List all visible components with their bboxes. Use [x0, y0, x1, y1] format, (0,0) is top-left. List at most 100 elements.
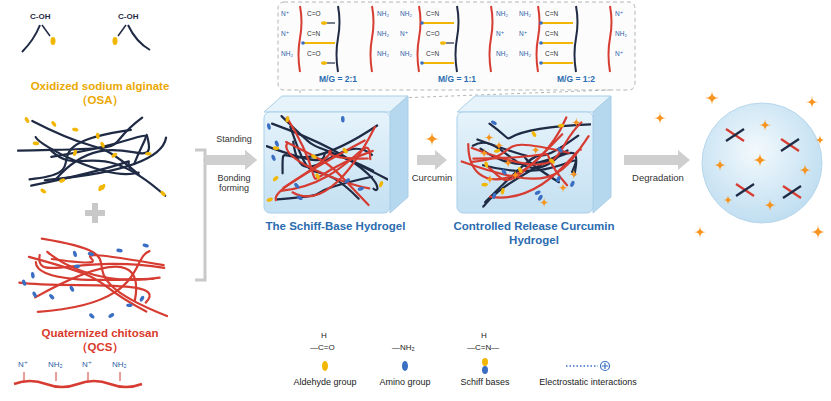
functional-group: [142, 243, 149, 248]
amino-symbol: [402, 361, 408, 371]
chain-fragment: [128, 25, 150, 50]
aldehyde-group: [321, 21, 327, 25]
functional-group: [87, 252, 94, 257]
text-label: NH₂: [112, 360, 127, 369]
node-area: Oxidized sodium alginate（OSA）: [5, 8, 195, 208]
node-title: Oxidized sodium alginate: [5, 80, 195, 94]
chain-fragment: [781, 139, 799, 151]
chain-fragment: [726, 129, 744, 141]
schiff-bond: [541, 22, 573, 24]
polymer-chain: [286, 143, 369, 189]
functional-group: [534, 190, 541, 196]
functional-group: [72, 250, 77, 257]
text-label: N⁺: [281, 30, 289, 37]
chain-fragment: [736, 184, 754, 196]
functional-group: [266, 197, 273, 202]
zoom-panel: [278, 2, 635, 90]
functional-group: [126, 304, 132, 308]
sphere-content: [714, 119, 811, 211]
flow-arrow: [417, 150, 447, 170]
text-label: C-OH: [30, 12, 50, 21]
text-label: NH₂: [496, 10, 508, 17]
node-title: Quaternized chitosan: [5, 327, 195, 341]
polymer-chain: [42, 239, 167, 316]
schiff-symbol: [482, 366, 488, 374]
text-label: NH₂: [377, 50, 389, 57]
electrostatic-symbol: [566, 365, 598, 367]
chain-fragment: [736, 184, 754, 196]
bond: [56, 372, 57, 381]
functional-group: [139, 295, 145, 302]
curcumin-star: [753, 153, 767, 167]
functional-group: [500, 188, 505, 195]
functional-group: [272, 175, 279, 182]
text-label: N⁺: [496, 30, 504, 37]
text-label: N⁺: [519, 30, 527, 37]
qcs-chain: [609, 6, 612, 72]
bond: [120, 372, 121, 381]
aldehyde-group: [113, 37, 118, 45]
amino-group: [539, 61, 543, 65]
functional-group: [69, 285, 75, 292]
text-label: NH₂: [281, 50, 293, 57]
functional-group: [100, 141, 106, 148]
arrow-shape: [205, 150, 257, 170]
functional-group: [378, 180, 384, 187]
amino-group: [420, 61, 424, 65]
functional-group: [537, 194, 543, 201]
functional-group: [145, 152, 152, 156]
polymer-chain: [277, 177, 372, 200]
curcumin-star: [705, 91, 719, 105]
node-area: Controlled Release Curcumin Hydrogel: [450, 92, 618, 250]
curcumin-star: [654, 112, 666, 124]
hydrogel-top: [264, 96, 408, 112]
polymer-chain: [472, 123, 581, 165]
polymer-chain: [30, 130, 131, 180]
bond: [446, 42, 454, 43]
node-area: The Schiff-Base Hydrogel: [258, 92, 413, 242]
text-label: M/G = 1:2: [531, 75, 621, 85]
text-label: —C=N—: [467, 343, 499, 352]
functional-group: [341, 116, 345, 123]
curcumin-star: [479, 148, 489, 158]
degraded-sphere: [702, 103, 822, 223]
hydrogel-network: [266, 116, 388, 205]
legend-text: Schiff bases: [420, 377, 550, 388]
curcumin-star: [503, 158, 513, 168]
curcumin-star: [723, 195, 733, 205]
functional-group: [21, 279, 27, 286]
curcumin-star: [531, 145, 541, 155]
text-label: N⁺: [18, 360, 28, 369]
text-label: C=N: [545, 30, 558, 37]
legend-text: Amino group: [340, 377, 470, 388]
text-label: —C=O: [310, 343, 335, 352]
text-label: Bonding forming: [207, 173, 261, 194]
qcs-chain: [299, 6, 302, 72]
qcs-chain: [537, 6, 540, 72]
hydrogel-side: [390, 96, 408, 213]
curcumin-star: [815, 135, 825, 145]
text-label: M/G = 1:1: [412, 75, 502, 85]
text-label: C=O: [426, 30, 440, 37]
text-label: NH₂: [400, 10, 412, 17]
text-label: C=N: [307, 30, 320, 37]
curcumin-star: [759, 119, 771, 131]
functional-group: [100, 183, 106, 190]
text-label: N⁺: [281, 10, 289, 17]
aldehyde-group: [51, 37, 56, 45]
flow-arrow: [195, 150, 257, 280]
polymer-chain: [472, 145, 569, 162]
bond: [327, 22, 335, 23]
hydrogel-front: [264, 112, 390, 213]
functional-group: [31, 272, 35, 279]
chain-fragment: [783, 186, 801, 198]
amino-group: [539, 21, 543, 25]
curcumin-star: [494, 141, 504, 151]
polymer-chain: [286, 142, 369, 205]
functional-group: [266, 123, 271, 130]
functional-group: [96, 133, 100, 140]
functional-group: [274, 140, 280, 147]
text-label: C=N: [426, 50, 439, 57]
text-label: N⁺: [400, 30, 408, 37]
